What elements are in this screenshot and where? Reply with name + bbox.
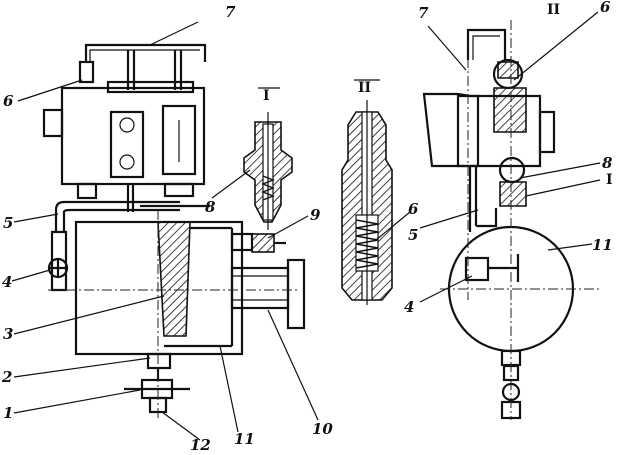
callout-11-right: 11 xyxy=(592,236,613,254)
section-mark-II-mid: II xyxy=(358,80,371,96)
callout-3: 3 xyxy=(3,325,13,343)
callout-5-right: 5 xyxy=(408,226,418,244)
callout-6-left: 6 xyxy=(3,92,14,110)
callout-5-left: 5 xyxy=(3,214,13,232)
callout-9: 9 xyxy=(310,206,321,224)
callout-2: 2 xyxy=(1,368,12,386)
right-assembly-view xyxy=(422,20,600,420)
callout-labels: 7 6 5 4 3 2 1 12 11 10 8 9 6 7 6 8 5 4 1… xyxy=(1,0,613,454)
callout-8-mid: 8 xyxy=(205,198,216,216)
section-I-detail xyxy=(243,112,293,230)
section-mark-I-right: I xyxy=(606,172,613,188)
section-marks: I II II I xyxy=(258,2,613,188)
callout-1: 1 xyxy=(3,404,13,422)
callout-8-right: 8 xyxy=(602,154,613,172)
left-assembly-view xyxy=(42,43,306,420)
callout-6-mid: 6 xyxy=(408,200,419,218)
section-II-detail xyxy=(341,100,393,305)
callout-4-right: 4 xyxy=(404,298,414,316)
section-mark-II-right: II xyxy=(547,2,560,18)
callout-6-right: 6 xyxy=(600,0,611,16)
leader-lines xyxy=(11,11,601,441)
section-mark-I-mid: I xyxy=(263,88,270,104)
callout-7-top: 7 xyxy=(225,3,236,21)
callout-10: 10 xyxy=(312,420,333,438)
callout-4-left: 4 xyxy=(2,273,12,291)
callout-7-right: 7 xyxy=(418,4,429,22)
callout-11-left: 11 xyxy=(234,430,255,448)
callout-12: 12 xyxy=(190,436,211,454)
